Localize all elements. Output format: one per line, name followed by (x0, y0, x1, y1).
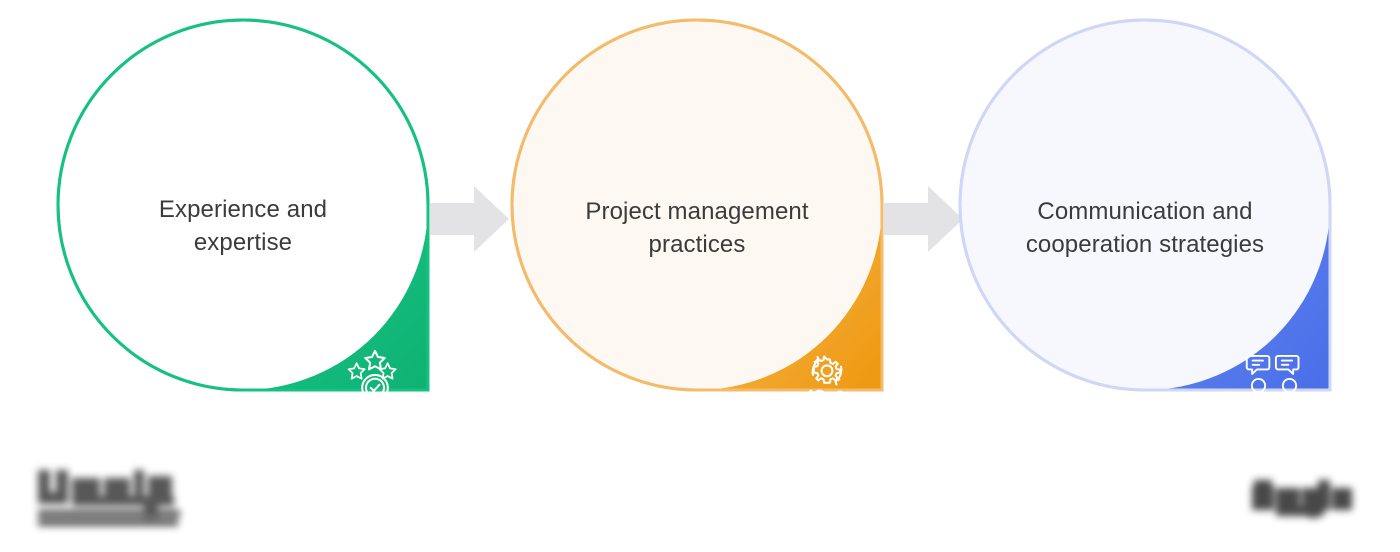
connector-arrow-2 (884, 183, 964, 255)
people-chat-check-icon (1243, 350, 1305, 412)
process-step-2[interactable]: Project management practices (510, 18, 884, 410)
medal-stars-check-icon (344, 348, 406, 410)
process-flow: Experience and expertise (56, 18, 1332, 412)
footer-left-logo (36, 466, 212, 528)
process-step-3[interactable]: Communication and cooperation strategies (958, 18, 1332, 412)
step-3-shape (958, 18, 1332, 410)
connector-arrow-1 (430, 183, 510, 255)
step-1-shape (56, 18, 430, 410)
hand-gear-icon (796, 348, 858, 410)
footer-right-logo (1222, 476, 1368, 520)
step-2-shape (510, 18, 884, 410)
process-step-1[interactable]: Experience and expertise (56, 18, 430, 410)
